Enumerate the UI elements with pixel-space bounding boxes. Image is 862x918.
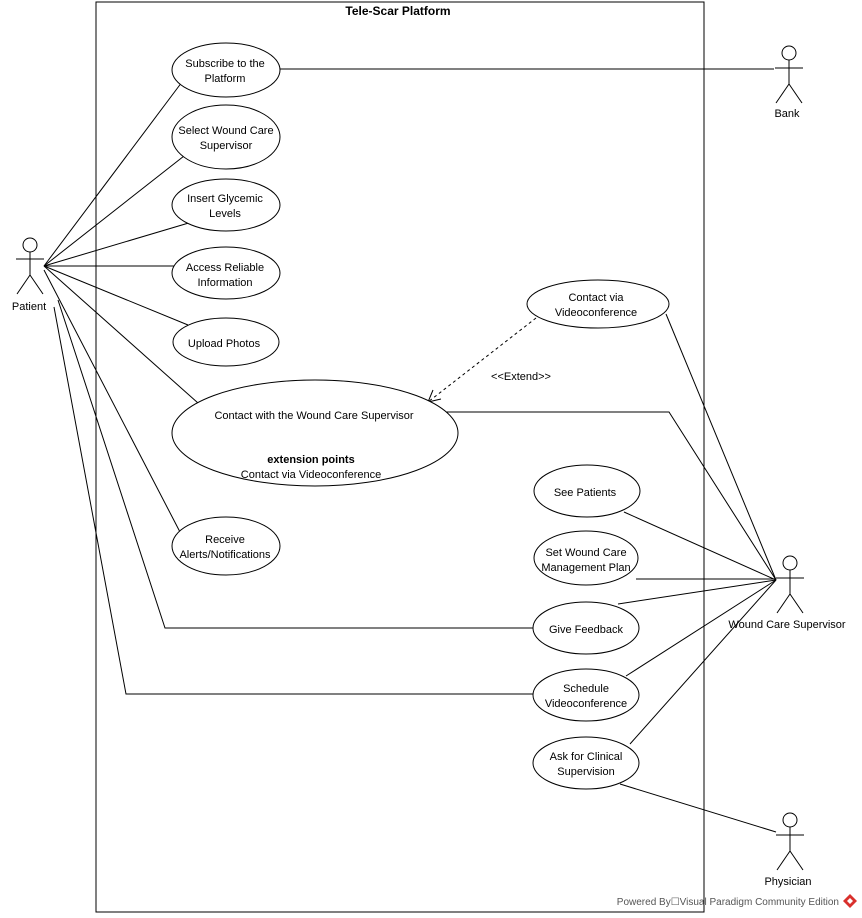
svg-text:Alerts/Notifications: Alerts/Notifications xyxy=(179,549,271,561)
svg-text:Supervisor: Supervisor xyxy=(200,140,253,152)
assoc-see-supervisor xyxy=(623,511,777,581)
actor-physician[interactable]: Physician xyxy=(764,812,812,888)
stick-figure-icon xyxy=(16,237,44,295)
use-case-contact-supervisor[interactable]: Contact with the Wound Care Supervisor e… xyxy=(171,379,459,487)
assoc-ask-supervisor xyxy=(629,579,777,745)
svg-text:Levels: Levels xyxy=(209,208,241,220)
svg-text:Upload Photos: Upload Photos xyxy=(188,338,261,350)
actor-wound-care-supervisor[interactable]: Wound Care Supervisor xyxy=(728,555,846,631)
svg-text:Access Reliable: Access Reliable xyxy=(186,262,264,274)
use-case-subscribe[interactable]: Subscribe to the Platform xyxy=(171,42,281,98)
svg-text:Select Wound Care: Select Wound Care xyxy=(178,125,273,137)
svg-text:Information: Information xyxy=(197,277,252,289)
supervisor-associations xyxy=(446,313,777,745)
actor-patient-label: Patient xyxy=(12,301,46,313)
svg-text:Contact with the Wound Care Su: Contact with the Wound Care Supervisor xyxy=(214,410,413,422)
use-case-see-patients[interactable]: See Patients xyxy=(533,464,641,518)
stick-figure-icon xyxy=(776,812,804,871)
svg-text:Insert Glycemic: Insert Glycemic xyxy=(187,193,263,205)
use-case-contact-video[interactable]: Contact via Videoconference xyxy=(526,279,670,329)
svg-text:Give Feedback: Give Feedback xyxy=(549,624,623,636)
visual-paradigm-logo-icon xyxy=(843,894,857,908)
assoc-patient-feedback xyxy=(57,299,535,629)
use-case-receive-alerts[interactable]: Receive Alerts/Notifications xyxy=(171,516,281,576)
svg-text:Subscribe to the: Subscribe to the xyxy=(185,58,265,70)
assoc-patient-select xyxy=(43,155,185,267)
use-case-set-plan[interactable]: Set Wound Care Management Plan xyxy=(533,530,639,586)
use-case-select-supervisor[interactable]: Select Wound Care Supervisor xyxy=(171,104,281,170)
stick-figure-icon xyxy=(775,45,803,104)
svg-text:Supervision: Supervision xyxy=(557,766,614,778)
extend-label: <<Extend>> xyxy=(491,371,551,383)
actor-bank-label: Bank xyxy=(774,108,800,120)
powered-by-footer: Powered By☐Visual Paradigm Community Edi… xyxy=(617,897,839,908)
assoc-patient-upload xyxy=(43,265,189,326)
use-case-schedule-video[interactable]: Schedule Videoconference xyxy=(532,668,640,722)
assoc-patient-schedule xyxy=(53,306,534,695)
svg-text:Platform: Platform xyxy=(205,73,246,85)
assoc-patient-alerts xyxy=(43,269,181,533)
assoc-patient-contact xyxy=(43,265,199,404)
use-case-ask-supervision[interactable]: Ask for Clinical Supervision xyxy=(532,736,640,790)
system-title: Tele-Scar Platform xyxy=(345,4,450,18)
assoc-patient-insert xyxy=(43,221,193,267)
assoc-schedule-supervisor xyxy=(625,579,777,677)
stick-figure-icon xyxy=(776,555,804,614)
svg-text:Contact via: Contact via xyxy=(568,292,624,304)
use-case-access-info[interactable]: Access Reliable Information xyxy=(171,246,281,300)
svg-text:Schedule: Schedule xyxy=(563,683,609,695)
use-case-give-feedback[interactable]: Give Feedback xyxy=(532,601,640,655)
assoc-feedback-supervisor xyxy=(617,579,777,605)
patient-associations xyxy=(43,81,535,695)
assoc-patient-subscribe xyxy=(43,81,183,267)
svg-text:extension points: extension points xyxy=(267,454,354,466)
actor-bank[interactable]: Bank xyxy=(774,45,803,120)
actor-supervisor-label: Wound Care Supervisor xyxy=(728,619,846,631)
actor-physician-label: Physician xyxy=(764,876,811,888)
actor-patient[interactable]: Patient xyxy=(12,237,46,313)
assoc-ask-physician xyxy=(619,783,777,833)
assoc-contact-supervisor xyxy=(446,411,777,581)
svg-text:Videoconference: Videoconference xyxy=(545,698,627,710)
use-case-insert-glycemic[interactable]: Insert Glycemic Levels xyxy=(171,178,281,232)
svg-text:Receive: Receive xyxy=(205,534,245,546)
assoc-video-supervisor xyxy=(665,313,777,581)
svg-text:Contact via Videoconference: Contact via Videoconference xyxy=(241,469,381,481)
svg-text:Set Wound Care: Set Wound Care xyxy=(545,547,626,559)
svg-text:Videoconference: Videoconference xyxy=(555,307,637,319)
svg-text:See Patients: See Patients xyxy=(554,487,617,499)
svg-text:Management Plan: Management Plan xyxy=(541,562,630,574)
svg-text:Ask for Clinical: Ask for Clinical xyxy=(550,751,623,763)
use-case-upload-photos[interactable]: Upload Photos xyxy=(172,317,280,367)
